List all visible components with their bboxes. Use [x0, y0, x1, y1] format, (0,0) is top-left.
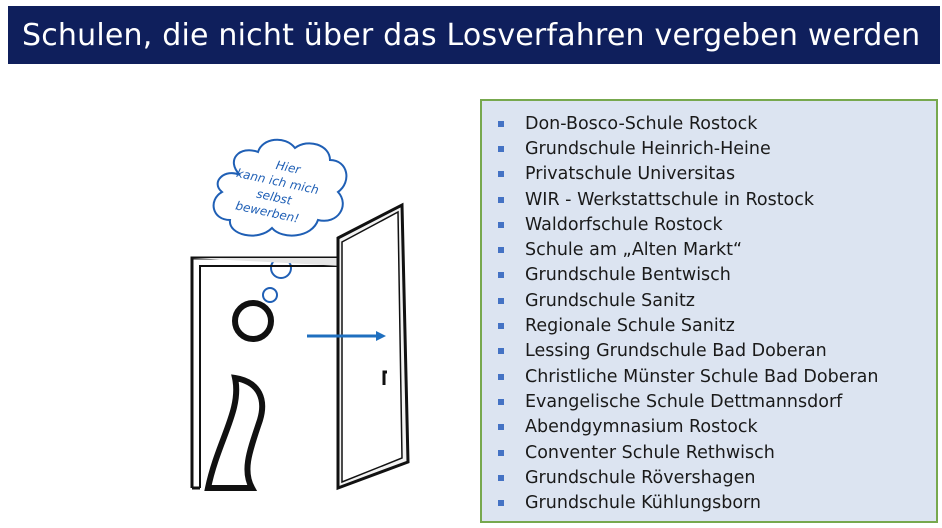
bullet-icon: [498, 398, 504, 405]
open-door: [336, 202, 410, 491]
bullet-icon: [498, 500, 504, 507]
list-item: Lessing Grundschule Bad Doberan: [482, 339, 936, 364]
bullet-icon: [498, 120, 504, 127]
title-bar: Schulen, die nicht über das Losverfahren…: [8, 6, 940, 64]
bullet-icon: [498, 145, 504, 152]
list-item: Privatschule Universitas: [482, 162, 936, 187]
list-item: Abendgymnasium Rostock: [482, 415, 936, 440]
list-item: Grundschule Rövershagen: [482, 465, 936, 490]
bullet-icon: [498, 272, 504, 279]
bullet-icon: [498, 171, 504, 178]
school-list: Don-Bosco-Schule Rostock Grundschule Hei…: [482, 101, 936, 516]
list-item: Grundschule Heinrich-Heine: [482, 136, 936, 161]
thought-cloud: Hier kann ich mich selbst bewerben!: [212, 138, 348, 303]
bullet-icon: [498, 373, 504, 380]
school-list-box: Don-Bosco-Schule Rostock Grundschule Hei…: [480, 99, 938, 523]
list-item: Grundschule Sanitz: [482, 288, 936, 313]
list-item: Evangelische Schule Dettmannsdorf: [482, 389, 936, 414]
bullet-icon: [498, 424, 504, 431]
bullet-icon: [498, 348, 504, 355]
bullet-icon: [498, 449, 504, 456]
list-item: Conventer Schule Rethwisch: [482, 440, 936, 465]
bullet-icon: [498, 196, 504, 203]
list-item: Waldorfschule Rostock: [482, 212, 936, 237]
bullet-icon: [498, 297, 504, 304]
bullet-icon: [498, 323, 504, 330]
bullet-icon: [498, 247, 504, 254]
person-figure: [204, 300, 274, 491]
bubble-line-1: Hier: [275, 158, 303, 177]
bullet-icon: [498, 474, 504, 481]
bullet-icon: [498, 221, 504, 228]
list-item: Grundschule Bentwisch: [482, 263, 936, 288]
list-item: WIR - Werkstattschule in Rostock: [482, 187, 936, 212]
list-item: Don-Bosco-Schule Rostock: [482, 111, 936, 136]
arrow-right-icon: [307, 331, 386, 341]
page-title: Schulen, die nicht über das Losverfahren…: [22, 17, 921, 53]
list-item: Christliche Münster Schule Bad Doberan: [482, 364, 936, 389]
door-handle-icon: [382, 370, 387, 385]
list-item: Grundschule Kühlungsborn: [482, 490, 936, 515]
door-illustration: Hier kann ich mich selbst bewerben!: [190, 138, 410, 491]
list-item: Schule am „Alten Markt“: [482, 237, 936, 262]
list-item: Regionale Schule Sanitz: [482, 313, 936, 338]
